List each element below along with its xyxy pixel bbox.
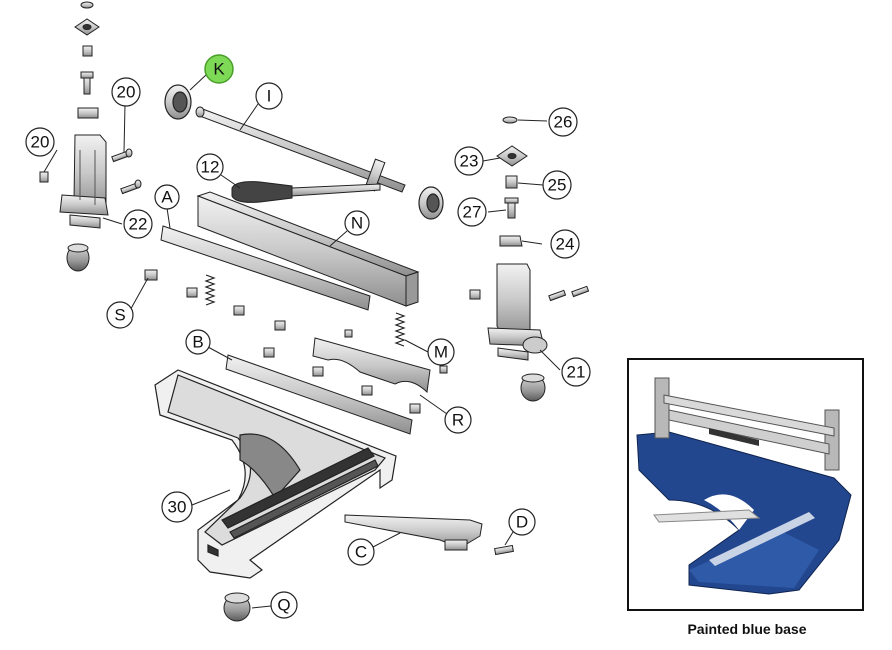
svg-text:20: 20 bbox=[117, 83, 136, 102]
callout-A: A bbox=[154, 184, 180, 210]
callout-I: I bbox=[255, 82, 283, 110]
callout-23: 23 bbox=[454, 146, 484, 176]
svg-text:S: S bbox=[114, 306, 125, 325]
part-M-plate bbox=[312, 337, 431, 394]
svg-text:22: 22 bbox=[129, 215, 148, 234]
callout-20-left: 20 bbox=[25, 127, 55, 157]
callout-24: 24 bbox=[550, 229, 580, 259]
callout-C: C bbox=[347, 538, 375, 566]
svg-text:A: A bbox=[161, 188, 173, 207]
product-photo-frame bbox=[627, 358, 864, 611]
svg-text:27: 27 bbox=[463, 203, 482, 222]
callout-26: 26 bbox=[548, 107, 578, 137]
svg-text:30: 30 bbox=[168, 498, 187, 517]
svg-text:D: D bbox=[516, 513, 528, 532]
svg-text:K: K bbox=[213, 60, 225, 79]
svg-text:23: 23 bbox=[460, 152, 479, 171]
svg-text:24: 24 bbox=[556, 235, 575, 254]
part-S-screw bbox=[144, 269, 158, 281]
callout-21: 21 bbox=[561, 357, 591, 387]
svg-text:R: R bbox=[452, 411, 464, 430]
callout-27: 27 bbox=[457, 197, 487, 227]
svg-text:M: M bbox=[434, 343, 448, 362]
svg-text:25: 25 bbox=[548, 176, 567, 195]
part-N-bar bbox=[196, 191, 420, 307]
part-B-plate bbox=[225, 354, 413, 435]
photo-caption: Painted blue base bbox=[687, 621, 807, 637]
part-30-base bbox=[154, 369, 397, 579]
svg-text:B: B bbox=[192, 333, 203, 352]
callout-D: D bbox=[508, 508, 536, 536]
svg-text:N: N bbox=[351, 214, 363, 233]
callout-B: B bbox=[185, 329, 211, 355]
svg-text:26: 26 bbox=[554, 113, 573, 132]
svg-text:21: 21 bbox=[567, 363, 586, 382]
svg-text:C: C bbox=[355, 543, 367, 562]
callout-20-upper: 20 bbox=[111, 77, 141, 107]
part-right-post-assembly bbox=[469, 116, 590, 402]
callout-25: 25 bbox=[542, 170, 572, 200]
product-photo bbox=[629, 360, 862, 609]
svg-text:12: 12 bbox=[201, 158, 220, 177]
callout-S: S bbox=[106, 301, 134, 329]
callout-30: 30 bbox=[161, 491, 193, 523]
part-A-blade-holder bbox=[160, 225, 371, 311]
part-small-bolts bbox=[186, 287, 448, 414]
callout-22: 22 bbox=[123, 209, 153, 239]
callout-R: R bbox=[444, 406, 472, 434]
callout-12: 12 bbox=[196, 153, 224, 181]
part-22-left-post bbox=[39, 134, 109, 272]
part-C-scoring-guide bbox=[344, 514, 514, 556]
svg-text:20: 20 bbox=[31, 133, 50, 152]
part-Q-foot bbox=[223, 592, 251, 622]
svg-text:Q: Q bbox=[277, 596, 290, 615]
part-K-washer bbox=[164, 84, 444, 220]
part-12-handle bbox=[231, 181, 381, 203]
callout-Q: Q bbox=[270, 591, 298, 619]
callout-M: M bbox=[427, 338, 455, 366]
part-springs bbox=[204, 274, 406, 347]
callout-K: K bbox=[204, 54, 234, 84]
part-top-nut bbox=[74, 1, 100, 119]
svg-text:I: I bbox=[267, 87, 272, 106]
part-I-rail bbox=[195, 106, 406, 193]
callout-N: N bbox=[344, 210, 370, 236]
